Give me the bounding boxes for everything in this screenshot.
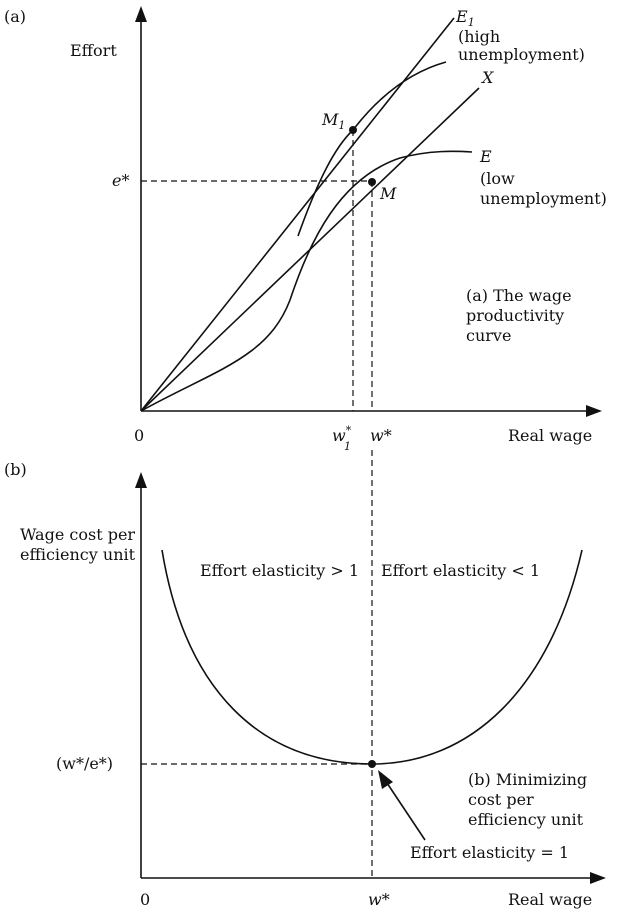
- panel-b-origin-label: 0: [140, 890, 150, 909]
- ray-tangent-high: [140, 17, 455, 412]
- w1-star-label: w*: [332, 424, 352, 445]
- e-star-label: e*: [112, 171, 129, 190]
- panel-b-y-axis-arrow: [135, 472, 147, 488]
- curve-E1-label: E1: [455, 7, 475, 29]
- panel-b-y-axis-label-line2: efficiency unit: [20, 545, 136, 564]
- elasticity-arrow-shaft: [384, 779, 426, 841]
- panel-a-caption-line3: curve: [466, 326, 511, 345]
- point-M1: [349, 126, 357, 134]
- panel-a-caption-line1: (a) The wage: [466, 286, 572, 305]
- panel-b-tag: (b): [4, 460, 27, 479]
- panel-a-caption-line2: productivity: [466, 306, 564, 325]
- panel-a-y-axis-arrow: [135, 6, 147, 22]
- panel-b-y-axis-label-line1: Wage cost per: [20, 525, 135, 544]
- point-M1-label: M1: [321, 110, 345, 132]
- w-star-label-a: w*: [370, 426, 392, 445]
- panel-b-caption-line1: (b) Minimizing: [468, 770, 587, 789]
- curve-E: [140, 150, 473, 412]
- elasticity-arrow-head: [378, 770, 393, 789]
- curve-E1-note-line2: unemployment): [458, 45, 585, 64]
- right-region-label: Effort elasticity < 1: [381, 561, 540, 580]
- point-min-cost: [368, 760, 376, 768]
- panel-a-x-axis-arrow: [586, 405, 602, 417]
- panel-a-tag: (a): [4, 7, 26, 26]
- w-star-label-b: w*: [368, 890, 390, 909]
- point-M: [368, 178, 376, 186]
- point-M-label: M: [379, 184, 397, 203]
- panel-a-y-axis-label: Effort: [70, 41, 117, 60]
- curve-E-label: E: [479, 147, 492, 166]
- panel-b-x-axis-label: Real wage: [508, 890, 592, 909]
- panel-b-caption-line2: cost per: [468, 790, 534, 809]
- panel-b-x-axis-arrow: [590, 872, 606, 884]
- w1-star-subscript: 1: [344, 440, 351, 453]
- curve-E1: [297, 61, 447, 237]
- curve-E-note-line2: unemployment): [480, 189, 607, 208]
- min-value-label: (w*/e*): [56, 754, 113, 773]
- curve-E-note-line1: (low: [480, 169, 515, 188]
- panel-a-x-axis-label: Real wage: [508, 426, 592, 445]
- left-region-label: Effort elasticity > 1: [200, 561, 359, 580]
- panel-a-origin-label: 0: [134, 426, 144, 445]
- line-X-label: X: [480, 68, 494, 87]
- elasticity-one-label: Effort elasticity = 1: [410, 843, 569, 862]
- curve-E1-note-line1: (high: [458, 27, 500, 46]
- panel-b-caption-line3: efficiency unit: [468, 810, 584, 829]
